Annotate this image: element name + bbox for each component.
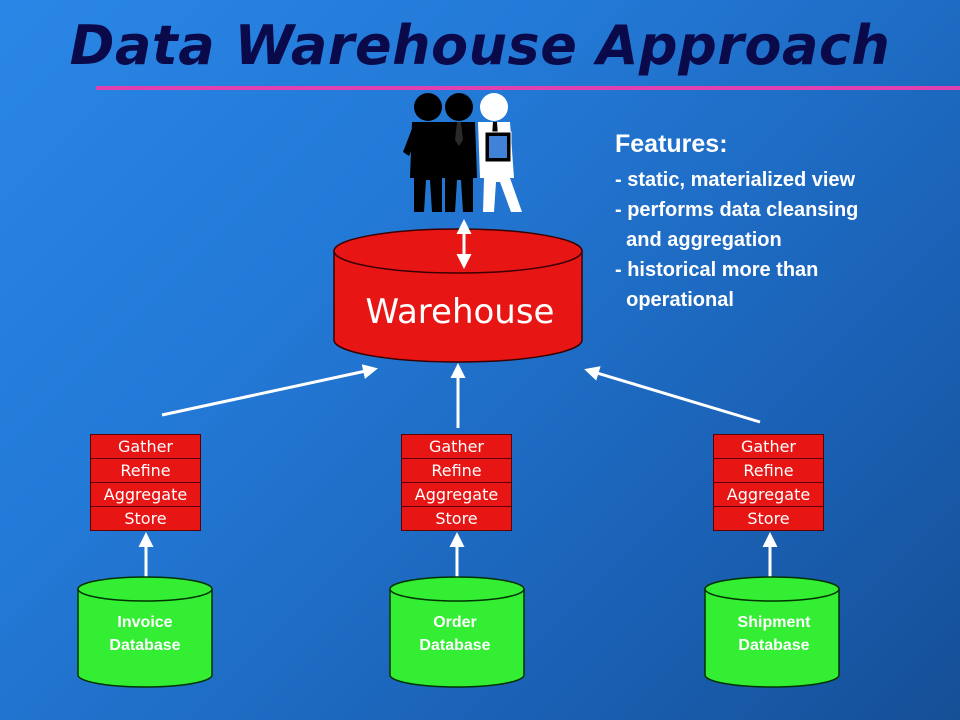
page-title: Data Warehouse Approach: [69, 14, 891, 77]
feature-item: - historical more than: [615, 259, 819, 281]
arrow-right-to-warehouse: [584, 366, 761, 424]
warehouse-label: Warehouse: [366, 292, 555, 332]
step-refine: Refine: [401, 458, 512, 483]
feature-item: - static, materialized view: [615, 169, 856, 191]
step-gather: Gather: [713, 434, 824, 459]
invoice-database-label-1: Invoice: [117, 614, 172, 631]
process-stack-shipment: Gather Refine Aggregate Store: [713, 434, 824, 531]
step-store: Store: [90, 506, 201, 531]
step-aggregate: Aggregate: [90, 482, 201, 507]
step-gather: Gather: [90, 434, 201, 459]
features-panel: Features: - static, materialized view - …: [615, 130, 955, 315]
order-database-label-1: Order: [433, 614, 477, 631]
order-database-label-2: Database: [419, 637, 490, 654]
process-stack-order: Gather Refine Aggregate Store: [401, 434, 512, 531]
feature-item: - performs data cleansing: [615, 199, 859, 221]
shipment-database-label-2: Database: [738, 637, 809, 654]
arrow-left-to-warehouse: [161, 364, 378, 417]
process-stack-invoice: Gather Refine Aggregate Store: [90, 434, 201, 531]
invoice-database: Invoice Database: [77, 576, 213, 688]
shipment-database-label-1: Shipment: [738, 614, 812, 631]
title-underline: [96, 86, 960, 90]
step-store: Store: [401, 506, 512, 531]
feature-item: and aggregation: [615, 229, 782, 251]
order-database: Order Database: [389, 576, 525, 688]
features-list: - static, materialized view - performs d…: [615, 165, 955, 315]
step-aggregate: Aggregate: [401, 482, 512, 507]
step-store: Store: [713, 506, 824, 531]
step-gather: Gather: [401, 434, 512, 459]
feature-item: operational: [615, 289, 734, 311]
warehouse-cylinder: Warehouse: [333, 228, 583, 363]
people-icon: [403, 93, 522, 212]
step-refine: Refine: [90, 458, 201, 483]
invoice-database-label-2: Database: [109, 637, 180, 654]
step-refine: Refine: [713, 458, 824, 483]
step-aggregate: Aggregate: [713, 482, 824, 507]
features-heading: Features:: [615, 130, 728, 158]
shipment-database: Shipment Database: [704, 576, 840, 688]
